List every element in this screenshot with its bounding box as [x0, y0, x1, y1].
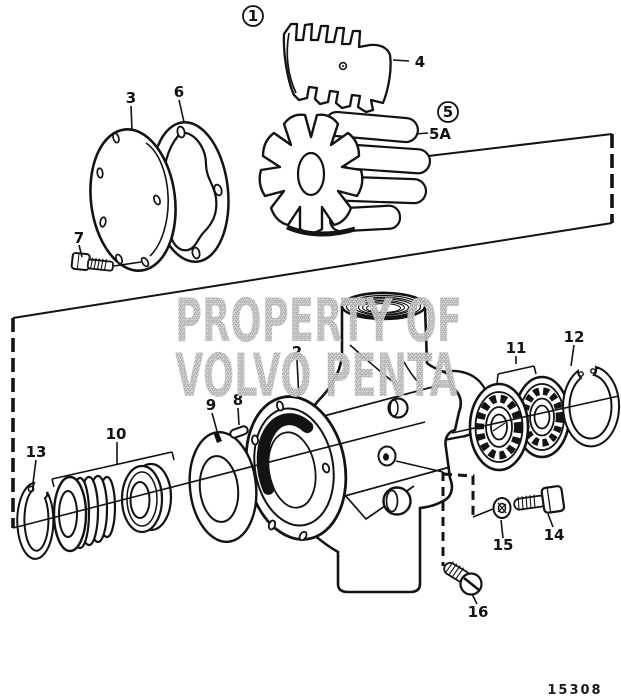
- pump-housing: [298, 291, 463, 594]
- axis-lines: [12, 395, 620, 529]
- cam-plate: [282, 22, 392, 114]
- callout-6: 6: [174, 83, 184, 101]
- callout-13: 13: [26, 443, 47, 461]
- washer-15: [492, 497, 512, 519]
- wear-washer: [188, 430, 258, 544]
- callout-5: 5: [443, 103, 453, 121]
- assembly-plane: [11, 133, 614, 528]
- drawing-number: 15308: [547, 683, 602, 698]
- callout-10: 10: [106, 425, 127, 443]
- watermark-line2: VOLVO PENTA: [175, 341, 458, 411]
- bearing-front: [468, 382, 530, 472]
- callout-8: 8: [233, 391, 243, 409]
- watermark: PROPERTY OF VOLVO PENTA: [175, 286, 462, 411]
- callout-16: 16: [468, 603, 489, 621]
- slotted-screw-16: [443, 561, 483, 596]
- callout-4: 4: [415, 53, 425, 71]
- callout-15: 15: [493, 536, 514, 554]
- callout-7: 7: [74, 229, 84, 247]
- callout-11: 11: [506, 339, 527, 357]
- callout-2: 2: [292, 343, 302, 361]
- callout-1-circle: [242, 5, 264, 27]
- callout-leaders: [32, 59, 575, 605]
- hex-screw-14: [513, 485, 566, 514]
- circlip-small: [16, 481, 55, 560]
- callout-5a: 5A: [429, 125, 451, 143]
- callout-3: 3: [126, 89, 136, 107]
- callout-9: 9: [206, 396, 216, 414]
- callout-5-circle: [437, 101, 459, 123]
- callout-12: 12: [564, 328, 585, 346]
- mounting-leader-lines: [395, 460, 494, 566]
- cover-screw: [70, 251, 114, 272]
- end-cover-plate: [89, 128, 177, 272]
- watermark-line1: PROPERTY OF: [175, 286, 462, 356]
- seal-kit: [52, 462, 173, 553]
- callout-1: 1: [248, 7, 258, 25]
- circlip-large: [562, 365, 621, 448]
- impeller: [258, 110, 432, 237]
- callout-14: 14: [544, 526, 565, 544]
- callout-labels: 1 5 2 3 4 5A 6 7 8 9 10 11 12 13 14 15 1…: [26, 5, 585, 621]
- drive-pin: [229, 425, 249, 439]
